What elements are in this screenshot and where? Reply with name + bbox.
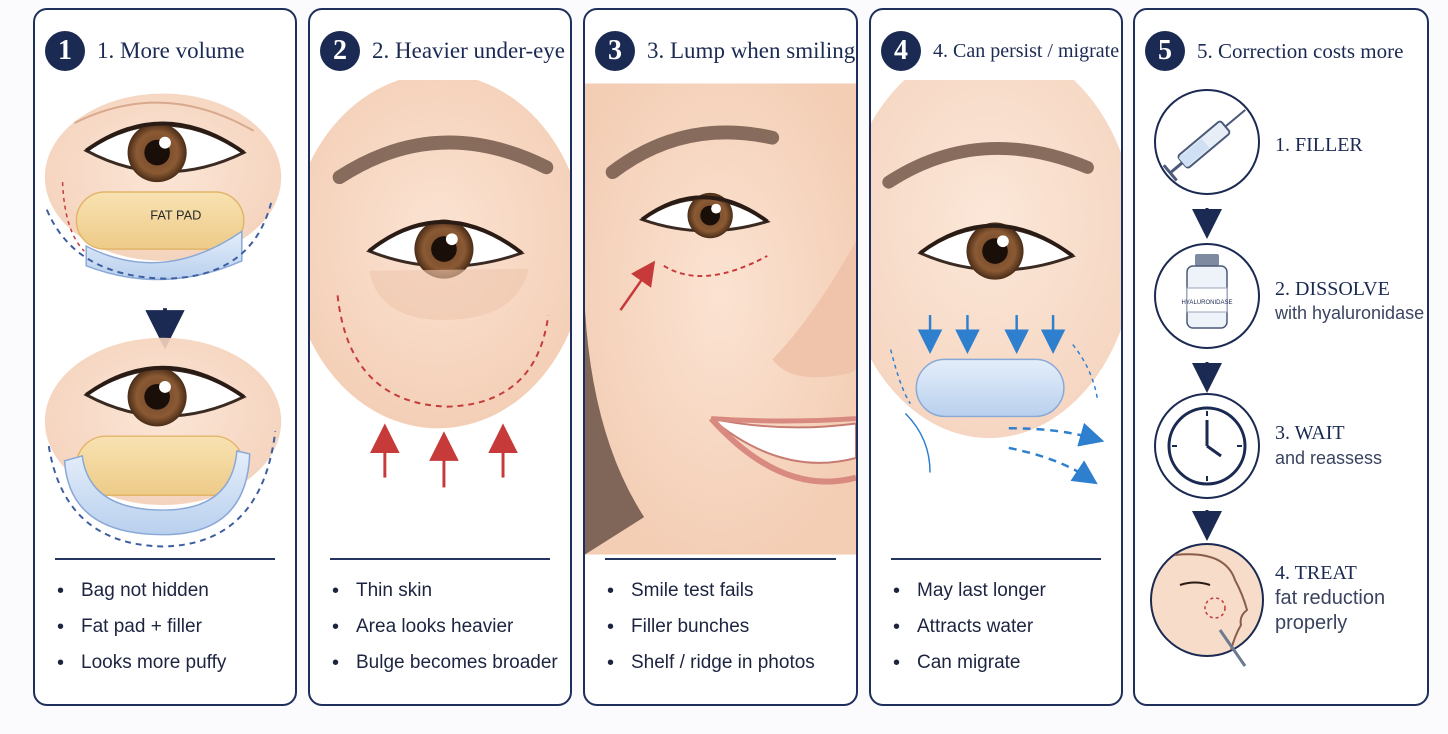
step-subtitle: and reassess [1275, 448, 1383, 468]
divider [55, 558, 275, 560]
panel-header: 1 1. More volume [45, 28, 289, 74]
step-subtitle: fat reduction properly [1275, 586, 1385, 636]
panel-title: 2. Heavier under-eye [372, 38, 566, 63]
vial-label: HYALURONIDASE [1182, 300, 1233, 306]
step-title: 1. FILLER [1275, 134, 1363, 156]
list-item: Fat pad + filler [57, 614, 226, 650]
step-number-badge: 1 [45, 31, 85, 71]
step-title: 4. TREAT [1275, 562, 1357, 584]
list-item: Attracts water [893, 614, 1046, 650]
panel-lump-when-smiling: 3 3. Lump when smiling Smile test fails … [583, 8, 858, 706]
panel-title: 5. Correction costs more [1197, 38, 1404, 63]
lump-outline [663, 255, 768, 277]
step-subtitle-line: fat reduction [1275, 587, 1386, 609]
bullet-list: Bag not hidden Fat pad + filler Looks mo… [57, 578, 226, 686]
panel-heavier-under-eye: 2 2. Heavier under-eye Thin skin Area lo… [308, 8, 572, 706]
bullet-list: Smile test fails Filler bunches Shelf / … [607, 578, 815, 686]
panel-title: 3. Lump when smiling [647, 38, 856, 63]
fat-pad-label: FAT PAD [150, 208, 201, 223]
smiling-face-illustration [585, 83, 856, 555]
persist-migrate-illustration [871, 80, 1121, 485]
step-number-badge: 5 [1145, 31, 1185, 71]
panel-header: 5 5. Correction costs more [1145, 28, 1421, 74]
eyebrow [332, 135, 554, 185]
list-item: Thin skin [332, 578, 558, 614]
panel-header: 4 4. Can persist / migrate [881, 28, 1119, 74]
panel-header: 2 2. Heavier under-eye [320, 28, 566, 74]
vial-icon: HYALURONIDASE [1154, 243, 1260, 349]
panel-correction-costs-more: 5 5. Correction costs more HYALURONIDASE [1133, 8, 1429, 706]
arrow-icon [619, 260, 656, 311]
list-item: May last longer [893, 578, 1046, 614]
face-profile-icon [1150, 543, 1264, 667]
divider [330, 558, 550, 560]
heavy-area-outline [336, 295, 550, 408]
heavier-under-eye-illustration [310, 80, 570, 488]
panel-title: 1. More volume [97, 38, 245, 63]
list-item: Bag not hidden [57, 578, 226, 614]
eye-after-illustration [44, 337, 282, 548]
migration-arrow-icon [1008, 446, 1098, 485]
bullet-list: May last longer Attracts water Can migra… [893, 578, 1046, 686]
list-item: Shelf / ridge in photos [607, 650, 815, 686]
list-item: Can migrate [893, 650, 1046, 686]
eye-before-illustration [44, 93, 282, 281]
hair [585, 310, 645, 555]
correction-steps-illustration: HYALURONIDASE [1150, 89, 1264, 667]
panel-header: 3 3. Lump when smiling [595, 28, 855, 74]
filler-gel [915, 358, 1065, 418]
divider [891, 558, 1101, 560]
panel-title: 4. Can persist / migrate [933, 39, 1120, 62]
step-number-badge: 2 [320, 31, 360, 71]
more-volume-illustration: FAT PAD [44, 93, 282, 548]
list-item: Filler bunches [607, 614, 815, 650]
divider [605, 558, 836, 560]
bullet-list: Thin skin Area looks heavier Bulge becom… [332, 578, 558, 686]
panel-more-volume: 1 1. More volume FAT PAD [33, 8, 297, 706]
step-subtitle-line: properly [1275, 612, 1348, 634]
list-item: Looks more puffy [57, 650, 226, 686]
clock-icon [1154, 393, 1260, 499]
panel-can-persist-migrate: 4 4. Can persist / migrate May last long… [869, 8, 1123, 706]
step-subtitle: with hyaluronidase [1275, 303, 1425, 323]
list-item: Area looks heavier [332, 614, 558, 650]
eyebrow [882, 142, 1094, 189]
step-number-badge: 4 [881, 31, 921, 71]
list-item: Bulge becomes broader [332, 650, 558, 686]
nose [772, 241, 856, 378]
step-number-badge: 3 [595, 31, 635, 71]
smile-teeth [710, 417, 856, 464]
step-title: 3. WAIT [1275, 422, 1345, 444]
syringe-icon [1154, 89, 1260, 195]
migration-arrow-icon [1008, 422, 1105, 447]
step-title: 2. DISSOLVE [1275, 278, 1390, 300]
list-item: Smile test fails [607, 578, 815, 614]
eyebrow [605, 125, 780, 180]
